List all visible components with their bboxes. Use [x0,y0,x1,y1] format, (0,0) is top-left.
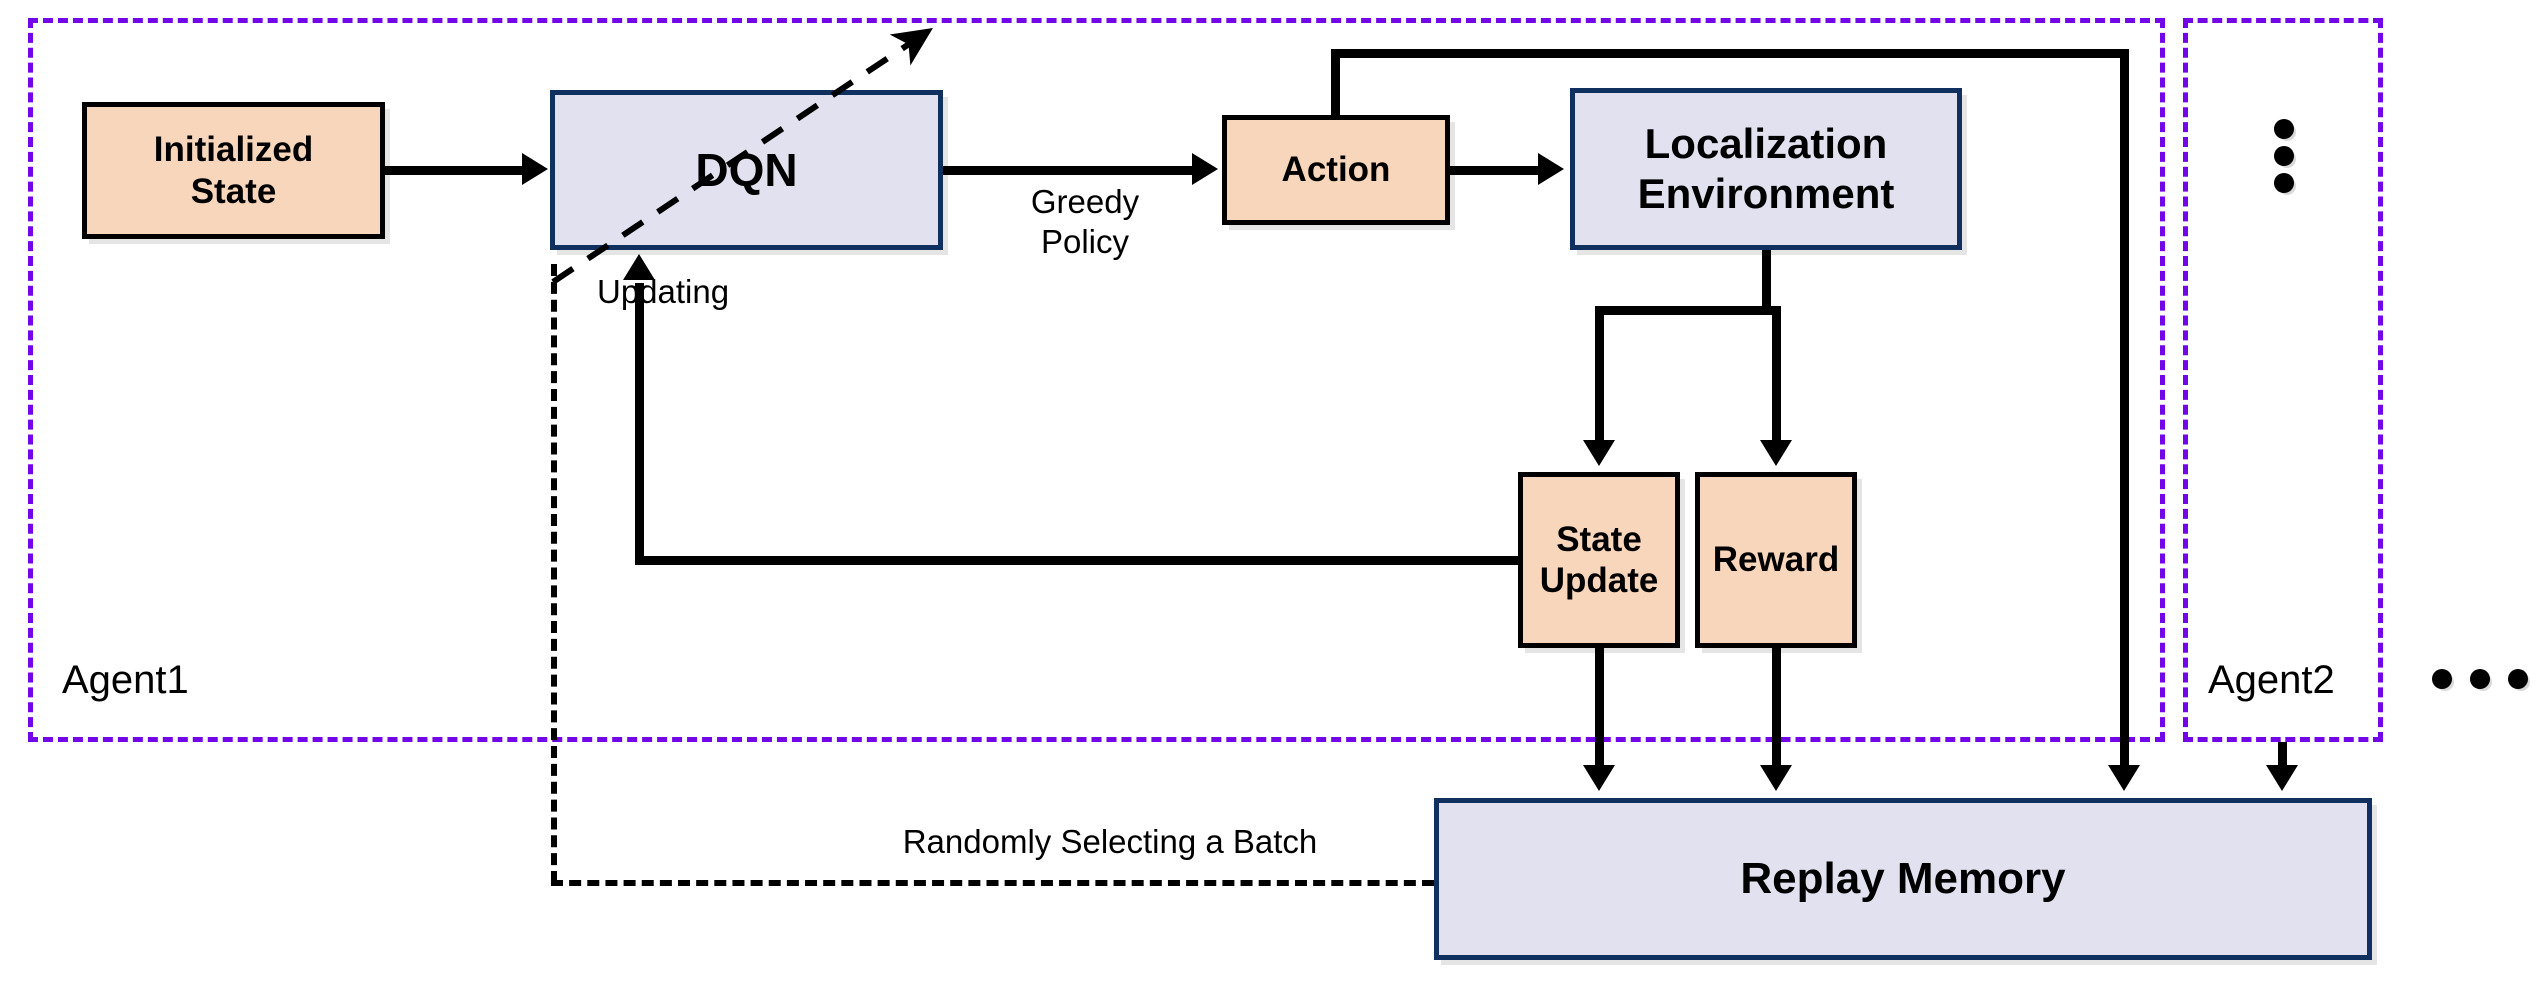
edge-env-split-bus [1595,306,1781,315]
node-initialized-state[interactable]: Initialized State [82,102,385,239]
edge-random-batch-horizontal [551,880,1434,886]
agents-more-dot-3 [2508,669,2528,689]
node-replay-memory[interactable]: Replay Memory [1434,798,2372,960]
edge-init-to-dqn [385,166,525,175]
edge-state-update-feedback-vertical [635,283,644,560]
edge-right-descender-to-replay [2120,49,2129,770]
edge-dqn-to-action-arrowhead [1192,153,1218,185]
edge-action-to-env [1450,166,1540,175]
edge-init-to-dqn-arrowhead [522,153,548,185]
edge-reward-to-replay [1772,648,1781,770]
agent1-container [28,18,2165,742]
edge-state-update-to-replay [1595,648,1604,770]
edge-top-bus-to-right [1331,49,2129,58]
node-state-update-label: State Update [1539,519,1659,600]
node-reward[interactable]: Reward [1695,472,1857,648]
edge-env-to-state-update [1595,306,1604,448]
edge-env-to-state-update-arrowhead [1583,440,1615,466]
agent1-label: Agent1 [62,658,189,702]
node-state-update[interactable]: State Update [1518,472,1680,648]
edge-state-update-feedback-horizontal [635,556,1520,565]
edge-env-to-reward-arrowhead [1760,440,1792,466]
edge-env-to-reward [1772,306,1781,448]
agent2-vertical-dot-2 [2274,146,2294,166]
node-dqn[interactable]: DQN [550,90,943,250]
edge-label-random-batch: Randomly Selecting a Batch [902,823,1318,860]
agent2-vertical-dot-1 [2274,119,2294,139]
agent2-vertical-dot-3 [2274,173,2294,193]
agent2-container [2183,18,2383,742]
node-action-label: Action [1281,150,1391,190]
node-dqn-label: DQN [695,143,798,196]
edge-action-top-riser [1331,54,1340,118]
edge-action-to-env-arrowhead [1538,153,1564,185]
edge-dqn-to-action [943,166,1193,175]
edge-env-down-stem [1762,250,1771,315]
edge-reward-to-replay-arrowhead [1760,765,1792,791]
node-action[interactable]: Action [1222,115,1450,225]
edge-agent2-to-replay [2278,742,2287,770]
agents-more-dot-2 [2470,669,2490,689]
edge-agent2-to-replay-arrowhead [2266,765,2298,791]
agents-more-dot-1 [2432,669,2452,689]
node-localization-environment-label: Localization Environment [1637,120,1895,217]
node-replay-memory-label: Replay Memory [1740,854,2066,904]
edge-label-updating: Updating [597,273,730,310]
edge-state-update-to-replay-arrowhead [1583,765,1615,791]
edge-right-descender-arrowhead [2108,765,2140,791]
node-localization-environment[interactable]: Localization Environment [1570,88,1962,250]
agent2-label: Agent2 [2208,658,2335,702]
node-reward-label: Reward [1712,540,1840,580]
node-initialized-state-label: Initialized State [153,130,314,211]
edge-random-batch-vertical [551,264,557,883]
edge-label-greedy-policy: Greedy Policy [1030,183,1140,261]
